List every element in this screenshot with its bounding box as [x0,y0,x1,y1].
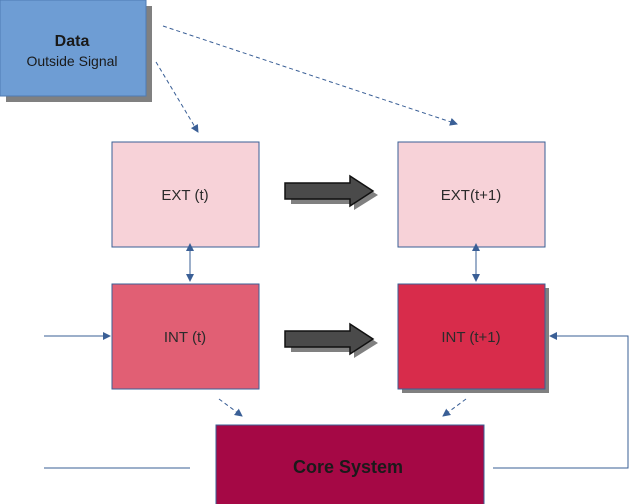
ext-t1-box: EXT(t+1) [397,141,546,248]
int-transition-arrow [284,322,378,358]
data-to-ext-t1-arrow [162,25,458,126]
core-system-box: Core System [215,424,485,504]
int-t-to-core-arrow [218,398,243,417]
int-t1-label: INT (t+1) [441,329,500,346]
ext-t-label: EXT (t) [161,187,208,204]
ext-t1-rect [397,141,546,248]
core-system-label: Core System [293,457,403,477]
data-source-rect [0,0,147,97]
core-system-rect [215,424,485,504]
data-source-box: Data Outside Signal [0,0,152,102]
int-t1-rect [397,283,546,390]
ext-t1-label: EXT(t+1) [441,187,501,204]
int-t-label: INT (t) [164,329,206,346]
ext-transition-arrow [284,174,378,210]
int-t1-box: INT (t+1) [397,283,549,393]
int-t-rect [111,283,260,390]
data-to-ext-t-arrow [155,61,199,133]
ext-t-box: EXT (t) [111,141,260,248]
data-title: Data [55,33,90,50]
int-t-box: INT (t) [111,283,260,390]
data-subtitle: Outside Signal [26,53,117,69]
ext-t-rect [111,141,260,248]
int-t1-to-core-arrow [442,398,467,417]
feedback-to-int-t1-arrow [493,332,629,469]
